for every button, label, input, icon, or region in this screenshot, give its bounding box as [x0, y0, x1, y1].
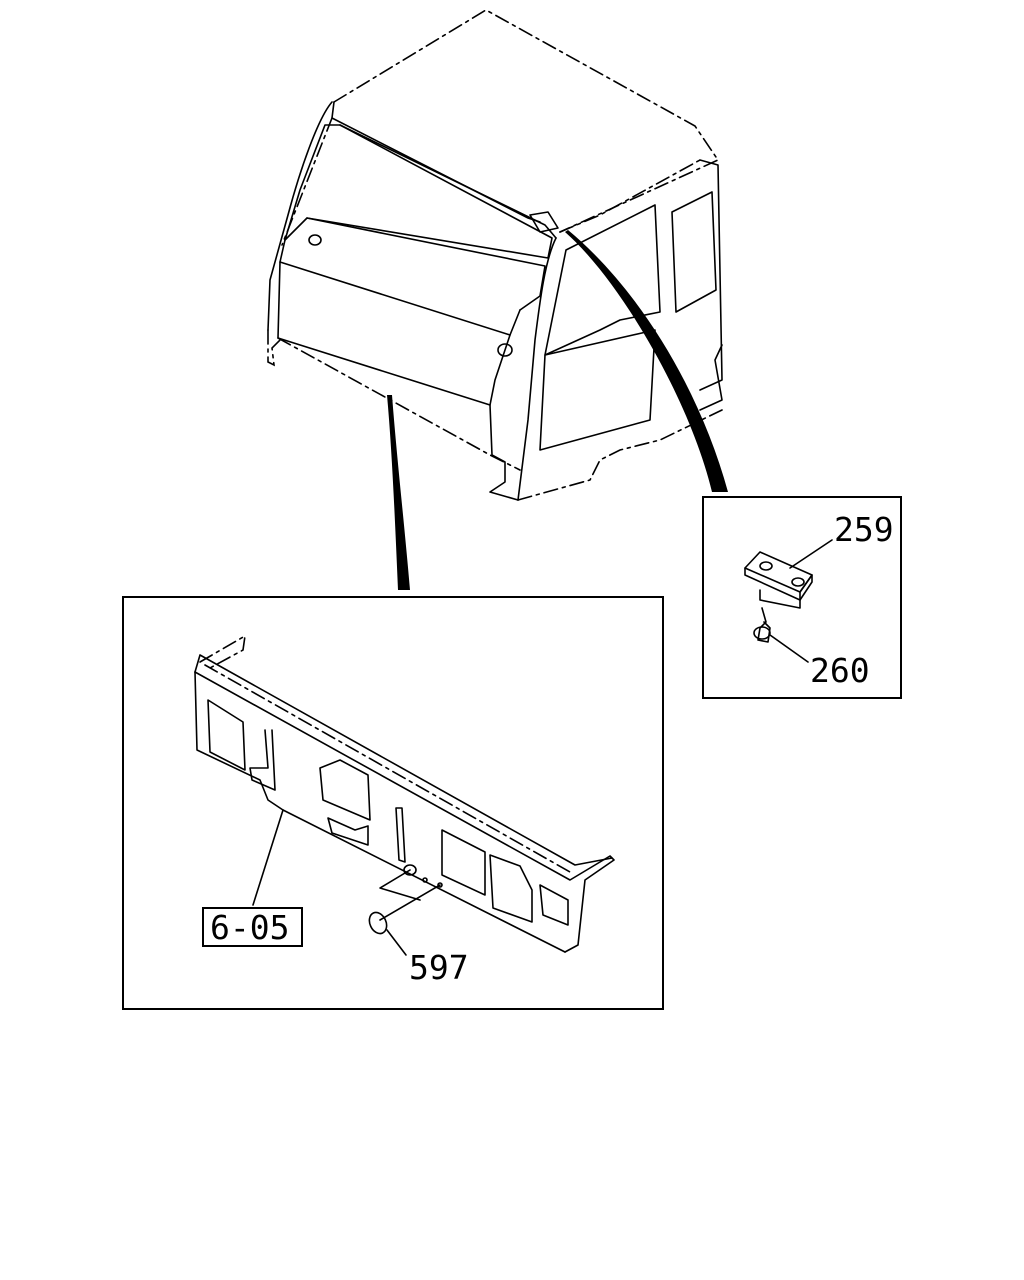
marker-lamp-illustration — [744, 551, 813, 643]
leader-260 — [769, 634, 809, 663]
ref-box-6-05 — [202, 907, 303, 947]
leader-swoosh-main — [387, 395, 410, 590]
ref-label-6-05: 6-05 — [210, 908, 289, 947]
callout-259: 259 — [834, 510, 894, 549]
leader-259 — [789, 539, 833, 569]
panel-detail-frame — [122, 596, 664, 1010]
callout-597: 597 — [409, 948, 469, 987]
truck-cab-illustration — [267, 9, 723, 501]
back-panel-illustration — [194, 634, 615, 956]
callout-260: 260 — [810, 651, 870, 690]
leader-swoosh-lamp — [565, 230, 728, 492]
plug-597-illustration — [368, 911, 388, 935]
lamp-detail-frame — [702, 496, 902, 699]
